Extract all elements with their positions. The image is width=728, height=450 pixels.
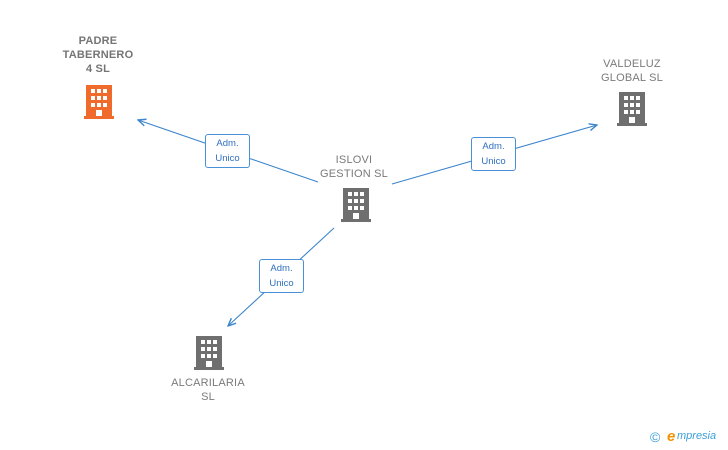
building-icon bbox=[194, 336, 224, 370]
node-label-valdeluz[interactable]: VALDELUZ GLOBAL SL bbox=[601, 58, 663, 84]
edge-label-islovi-padre: Adm. Unico bbox=[205, 134, 250, 168]
node-label-islovi[interactable]: ISLOVI GESTION SL bbox=[319, 154, 389, 180]
building-icon bbox=[84, 85, 114, 119]
brand-logo-initial: e bbox=[667, 428, 676, 445]
brand-name: mpresia bbox=[677, 430, 717, 442]
building-icon bbox=[617, 92, 647, 126]
edge-label-islovi-alcarilaria: Adm. Unico bbox=[259, 259, 304, 293]
copyright-icon: © bbox=[650, 429, 661, 445]
building-icon bbox=[341, 188, 371, 222]
node-label-alcarilaria[interactable]: ALCARILARIA SL bbox=[171, 377, 245, 403]
node-label-padre[interactable]: PADRE TABERNERO 4 SL bbox=[62, 35, 134, 75]
edge-label-islovi-valdeluz: Adm. Unico bbox=[471, 137, 516, 171]
